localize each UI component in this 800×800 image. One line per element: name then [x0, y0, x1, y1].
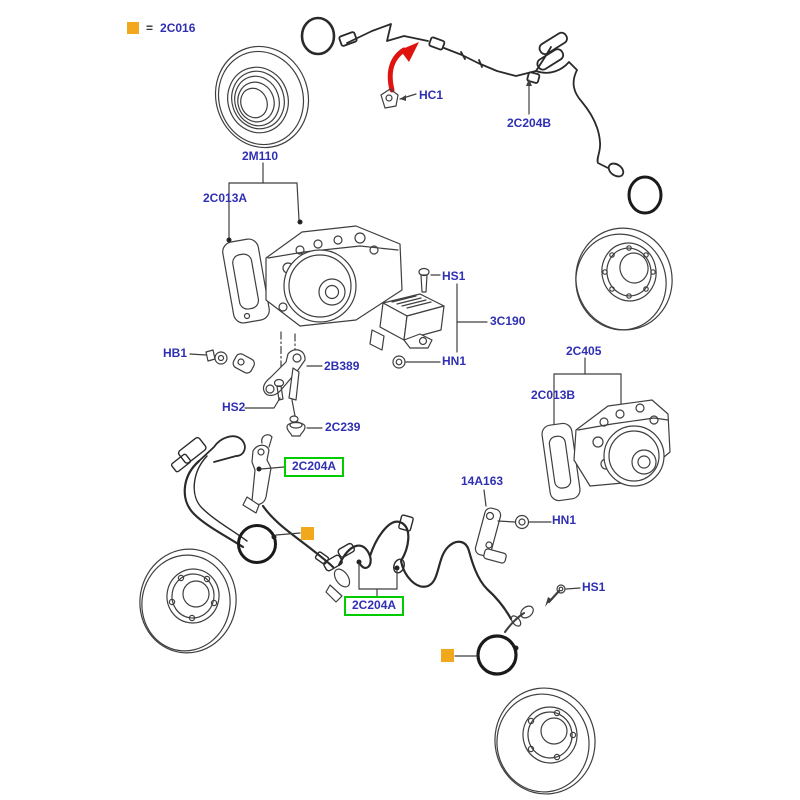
snap-ring-rear [627, 175, 663, 215]
leader-2c204b [526, 79, 532, 115]
o-ring-rear [454, 634, 518, 676]
part-label-hs1-bottom[interactable]: HS1 [582, 580, 606, 594]
hc1-clip-icon [380, 88, 417, 109]
wheel-sensor-rear [323, 514, 581, 651]
part-label-2c204a-rear[interactable]: 2C204A [344, 596, 405, 616]
front-harness-cable [300, 16, 625, 178]
legend: = 2C016 [127, 21, 195, 35]
orange-square-icon [127, 22, 139, 34]
grommet-2c239 [286, 421, 323, 437]
orange-harness-marker-icon [301, 527, 314, 540]
abs-module-front [222, 225, 403, 375]
hb1-bolt-icon [189, 349, 255, 374]
part-label-hs1-mid[interactable]: HS1 [442, 269, 466, 283]
bracket-14a163 [474, 489, 552, 564]
brake-disc-front-left [139, 548, 237, 654]
sensor-ring-front [237, 524, 301, 564]
part-label-3c190[interactable]: 3C190 [490, 314, 526, 328]
orange-harness-marker-icon [441, 649, 454, 662]
red-arrow-icon [387, 42, 419, 93]
part-label-2b389[interactable]: 2B389 [324, 359, 360, 373]
sensor-module-3c190 [369, 267, 488, 369]
part-label-2c405[interactable]: 2C405 [566, 344, 602, 358]
part-label-2m110[interactable]: 2M110 [242, 149, 279, 163]
brake-disc-bottom [494, 687, 596, 795]
part-label-2c204b[interactable]: 2C204B [507, 116, 552, 130]
part-label-hc1[interactable]: HC1 [419, 88, 444, 102]
part-label-2c013a[interactable]: 2C013A [203, 191, 248, 205]
wheel-hub-bearing-icon [214, 45, 310, 149]
part-label-hs2[interactable]: HS2 [222, 400, 246, 414]
part-label-2c013b[interactable]: 2C013B [531, 388, 576, 402]
brake-disc-rear [575, 227, 673, 331]
part-label-14a163[interactable]: 14A163 [461, 474, 504, 488]
legend-equals: = [146, 21, 154, 35]
abs-module-rear [541, 399, 671, 502]
wheel-sensor-front [170, 434, 351, 603]
hs2-screw-icon [244, 378, 285, 409]
bracket-2b389 [262, 349, 323, 423]
bracket-lines-2m110 [226, 162, 303, 243]
bracket-lines-2c405 [551, 357, 624, 431]
part-label-2c204a-front[interactable]: 2C204A [284, 457, 345, 477]
part-label-2c239[interactable]: 2C239 [325, 420, 361, 434]
part-label-hb1[interactable]: HB1 [163, 346, 188, 360]
part-label-hn1-right[interactable]: HN1 [552, 513, 577, 527]
legend-part-code[interactable]: 2C016 [160, 21, 196, 35]
part-label-hn1-mid[interactable]: HN1 [442, 354, 467, 368]
